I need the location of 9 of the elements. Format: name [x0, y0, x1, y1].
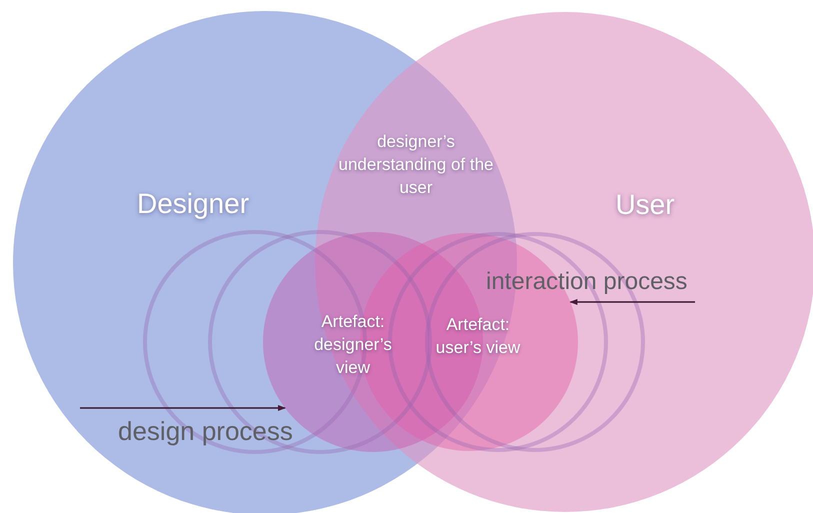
arrow	[80, 405, 286, 411]
arrow	[569, 299, 695, 305]
circle-label: Designer	[136, 187, 250, 221]
process-label: design process	[118, 415, 294, 448]
circle-label: Artefact: user’s view	[434, 314, 522, 359]
circle-label: Artefact: designer’s view	[313, 311, 393, 379]
circle-label: User	[614, 188, 676, 222]
process-label: interaction process	[486, 267, 688, 297]
region-label: designer’s understanding of the user	[337, 131, 494, 199]
